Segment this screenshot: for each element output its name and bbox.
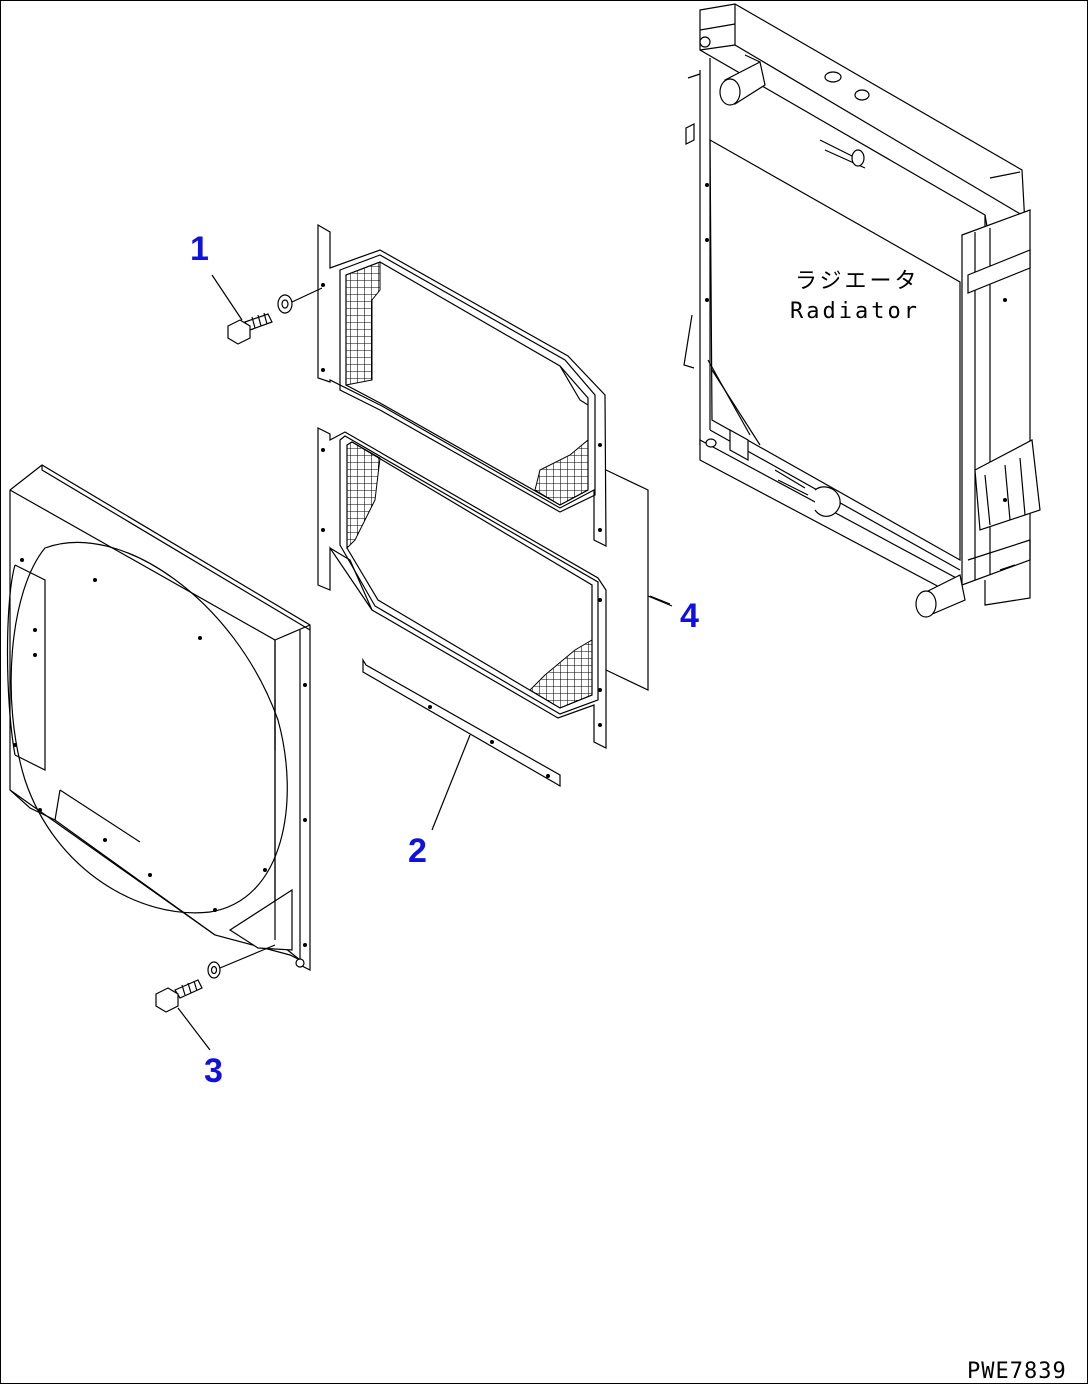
radiator-label-english: Radiator bbox=[790, 299, 920, 324]
radiator bbox=[683, 3, 1041, 618]
bolt-3 bbox=[155, 944, 276, 1051]
drawing-code: PWE7839 bbox=[967, 1359, 1067, 1384]
callout-4: 4 bbox=[680, 597, 699, 635]
upper-guard bbox=[317, 223, 607, 547]
callout-2: 2 bbox=[408, 832, 427, 870]
radiator-label-japanese: ラジエータ bbox=[795, 269, 920, 294]
bolt-1 bbox=[211, 274, 323, 345]
callout-3: 3 bbox=[204, 1052, 223, 1090]
seal-sheet bbox=[605, 469, 671, 691]
callout-1: 1 bbox=[190, 230, 209, 268]
fan-shroud bbox=[6, 464, 311, 971]
lower-guard bbox=[317, 427, 607, 749]
strip bbox=[362, 657, 561, 831]
leader-4 bbox=[647, 595, 673, 607]
